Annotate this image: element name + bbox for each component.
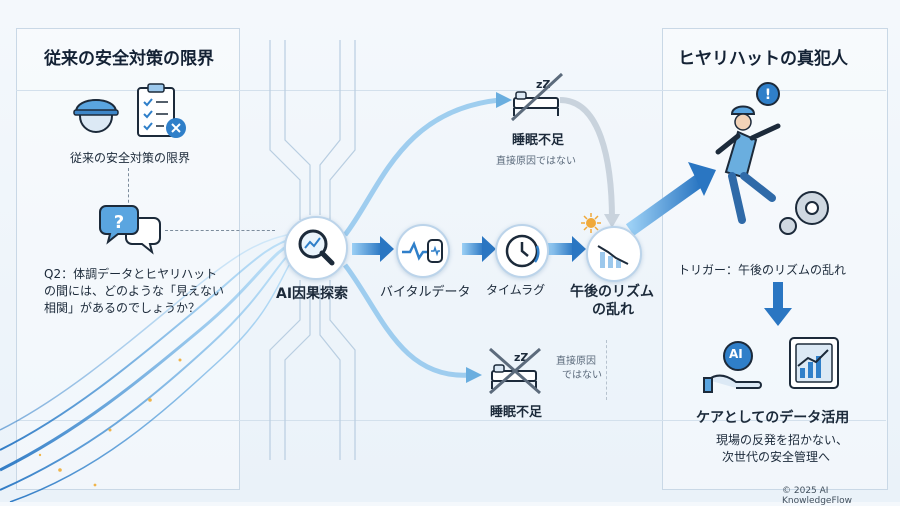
question-line: の間には、どのような「見えない xyxy=(44,284,225,298)
left-icon-caption: 従来の安全対策の限界 xyxy=(70,151,191,165)
smartwatch-heartbeat-icon xyxy=(402,239,443,263)
care-heading: ケアとしてのデータ活用 xyxy=(696,410,850,426)
data-stream xyxy=(0,231,301,502)
sleep-bottom-note: ではない xyxy=(562,370,602,381)
dashed-connector xyxy=(128,168,129,208)
clock-icon xyxy=(505,234,540,268)
ai-hand-icon xyxy=(703,341,762,393)
ai-badge: AI xyxy=(729,347,743,361)
circuit-lines xyxy=(269,40,356,460)
magnifier-chart-icon xyxy=(298,229,335,266)
checklist-icon xyxy=(137,83,186,138)
rhythm-label: の乱れ xyxy=(592,302,634,318)
svg-text:!: ! xyxy=(765,87,771,103)
dashed-connector xyxy=(165,230,275,231)
timelag-node xyxy=(495,224,549,278)
timelag-label: タイムラグ xyxy=(486,283,546,297)
helmet-icon xyxy=(73,99,119,133)
trigger-text: トリガー：午後のリズムの乱れ xyxy=(678,263,847,277)
right-panel xyxy=(662,28,888,490)
sleep-bottom-note: 直接原因 xyxy=(556,356,596,367)
grid-line xyxy=(16,420,886,421)
copyright: © 2025 AI KnowledgeFlow xyxy=(782,486,853,506)
question-bubble-icon: ? xyxy=(99,205,161,255)
sleep-bottom-label: 睡眠不足 xyxy=(490,405,543,420)
care-line: 次世代の安全管理へ xyxy=(722,450,831,464)
care-line: 現場の反発を招かない、 xyxy=(716,433,849,447)
declining-chart-icon xyxy=(597,245,629,268)
sleep-top-label: 睡眠不足 xyxy=(512,133,565,148)
sleep-top-note: 直接原因ではない xyxy=(496,156,576,167)
right-heading: ヒヤリハットの真犯人 xyxy=(678,49,848,69)
left-heading: 従来の安全対策の限界 xyxy=(44,49,214,69)
svg-text:?: ? xyxy=(114,212,124,233)
crossed-bed-icon: zZ xyxy=(489,347,541,395)
left-panel xyxy=(16,28,240,490)
vital-label: バイタルデータ xyxy=(380,285,471,300)
vital-node xyxy=(396,224,450,278)
stream-dots xyxy=(38,358,182,487)
crossed-bed-icon: zZ xyxy=(510,72,564,122)
rhythm-node xyxy=(586,226,642,282)
svg-text:zZ: zZ xyxy=(536,78,550,91)
ai-search-label: AI因果探索 xyxy=(276,286,349,302)
safe-chart-icon xyxy=(789,337,839,389)
question-line: Q2：体調データとヒヤリハット xyxy=(44,267,218,281)
grid-line xyxy=(16,90,886,91)
sun-icon xyxy=(581,213,601,233)
slipping-worker-icon: ! xyxy=(715,82,829,235)
rhythm-label: 午後のリズム xyxy=(570,284,654,300)
ai-search-node xyxy=(284,216,348,280)
question-line: 相関」があるのでしょうか？ xyxy=(44,301,201,315)
dashed-connector xyxy=(606,340,607,400)
